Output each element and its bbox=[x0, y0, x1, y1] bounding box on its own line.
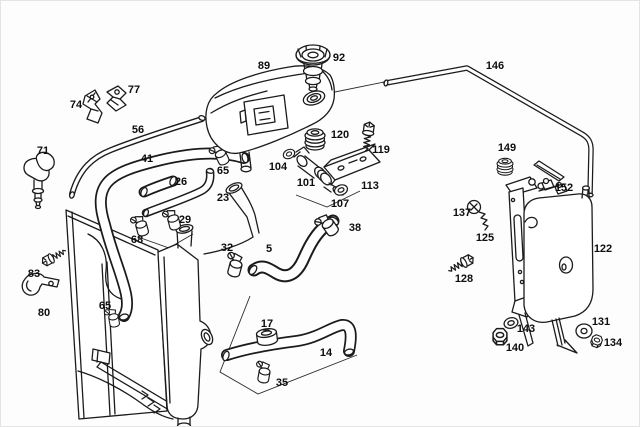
part-callout-131[interactable]: 131 bbox=[592, 316, 610, 328]
side-tank-riser bbox=[176, 229, 193, 249]
bolt-128 bbox=[445, 252, 477, 276]
part-callout-83[interactable]: 83 bbox=[28, 268, 40, 280]
clip-74 bbox=[82, 89, 103, 124]
part-callout-14[interactable]: 14 bbox=[320, 347, 333, 359]
part-callout-107[interactable]: 107 bbox=[331, 198, 349, 210]
grommet-131 bbox=[575, 323, 593, 339]
part-callout-71[interactable]: 71 bbox=[37, 145, 49, 157]
bolt-83 bbox=[39, 245, 69, 269]
clip-77 bbox=[106, 85, 127, 112]
part-callout-41[interactable]: 41 bbox=[141, 153, 153, 165]
radiator-inlet-neck bbox=[203, 186, 260, 255]
pin-152 bbox=[533, 160, 565, 182]
part-callout-104[interactable]: 104 bbox=[269, 161, 288, 173]
reservoir-tank-122 bbox=[523, 177, 594, 354]
part-callout-35[interactable]: 35 bbox=[276, 377, 288, 389]
part-callout-125[interactable]: 125 bbox=[476, 232, 494, 244]
tank-bottom-stub bbox=[551, 317, 578, 354]
radiator-cutaway-line bbox=[87, 233, 126, 301]
part-callout-32[interactable]: 32 bbox=[221, 242, 233, 254]
clamp-ring-17 bbox=[255, 326, 279, 348]
part-callout-74[interactable]: 74 bbox=[70, 99, 83, 111]
rubber-mount-120 bbox=[304, 128, 326, 151]
part-callout-128[interactable]: 128 bbox=[455, 273, 473, 285]
part-callout-65[interactable]: 65 bbox=[99, 300, 111, 312]
part-callout-80[interactable]: 80 bbox=[38, 307, 50, 319]
radiator-drain-fins bbox=[141, 390, 161, 414]
tank-front-boss bbox=[243, 94, 289, 136]
part-callout-146[interactable]: 146 bbox=[486, 60, 504, 72]
leader-hose-group-17-35 bbox=[219, 295, 358, 395]
part-callout-120[interactable]: 120 bbox=[331, 129, 349, 141]
vent-tube-56 bbox=[69, 115, 206, 199]
part-callout-26[interactable]: 26 bbox=[175, 176, 187, 188]
hose-14 bbox=[221, 319, 357, 362]
part-callout-140[interactable]: 140 bbox=[506, 342, 524, 354]
part-callout-122[interactable]: 122 bbox=[594, 243, 612, 255]
part-callout-119[interactable]: 119 bbox=[372, 144, 390, 156]
retainer-71 bbox=[23, 151, 55, 210]
part-callout-152[interactable]: 152 bbox=[555, 182, 573, 194]
part-callout-149[interactable]: 149 bbox=[498, 142, 516, 154]
part-callout-5[interactable]: 5 bbox=[266, 243, 272, 255]
part-callout-89[interactable]: 89 bbox=[258, 60, 270, 72]
part-callout-101[interactable]: 101 bbox=[297, 177, 315, 189]
part-callout-113[interactable]: 113 bbox=[361, 180, 379, 192]
leader-lines bbox=[137, 81, 385, 395]
radiator bbox=[65, 182, 260, 426]
part-callout-38[interactable]: 38 bbox=[349, 222, 361, 234]
expansion-tank-89 bbox=[205, 65, 336, 173]
radiator-cutaway-line bbox=[77, 370, 174, 420]
overflow-pipe-146 bbox=[383, 65, 594, 198]
hose-23 bbox=[141, 167, 215, 218]
bracket-113 bbox=[323, 143, 381, 186]
part-callout-65[interactable]: 65 bbox=[217, 165, 229, 177]
leader-valve-101 bbox=[295, 190, 361, 208]
radiator-mount-tab bbox=[91, 348, 111, 365]
part-callout-23[interactable]: 23 bbox=[217, 192, 229, 204]
screw-137 bbox=[466, 199, 489, 231]
part-callouts: 74 77 71 56 41 26 65 23 29 68 83 80 65 32 89 92 120 119 10… bbox=[28, 52, 623, 389]
hose-clamp-32 bbox=[222, 250, 246, 279]
ring-107 bbox=[332, 182, 350, 198]
radiator-cap-92 bbox=[295, 44, 331, 92]
radiator-lower-rail bbox=[96, 361, 179, 414]
radiator-side-tank bbox=[157, 243, 212, 420]
part-callout-92[interactable]: 92 bbox=[333, 52, 345, 64]
part-callout-77[interactable]: 77 bbox=[128, 84, 140, 96]
part-callout-68[interactable]: 68 bbox=[131, 234, 143, 246]
part-callout-29[interactable]: 29 bbox=[179, 214, 191, 226]
hose-clamp-35 bbox=[253, 360, 273, 385]
part-callout-56[interactable]: 56 bbox=[132, 124, 144, 136]
hose-41 bbox=[94, 147, 250, 322]
rubber-mount-149 bbox=[496, 157, 514, 176]
part-callout-137[interactable]: 137 bbox=[453, 207, 471, 219]
part-callout-134[interactable]: 134 bbox=[604, 337, 623, 349]
part-callout-17[interactable]: 17 bbox=[261, 318, 273, 330]
nut-134 bbox=[589, 333, 604, 350]
seal-ring-104 bbox=[281, 146, 297, 162]
hose-26 bbox=[138, 175, 179, 198]
part-callout-143[interactable]: 143 bbox=[517, 323, 535, 335]
bracket-80 bbox=[21, 272, 60, 296]
